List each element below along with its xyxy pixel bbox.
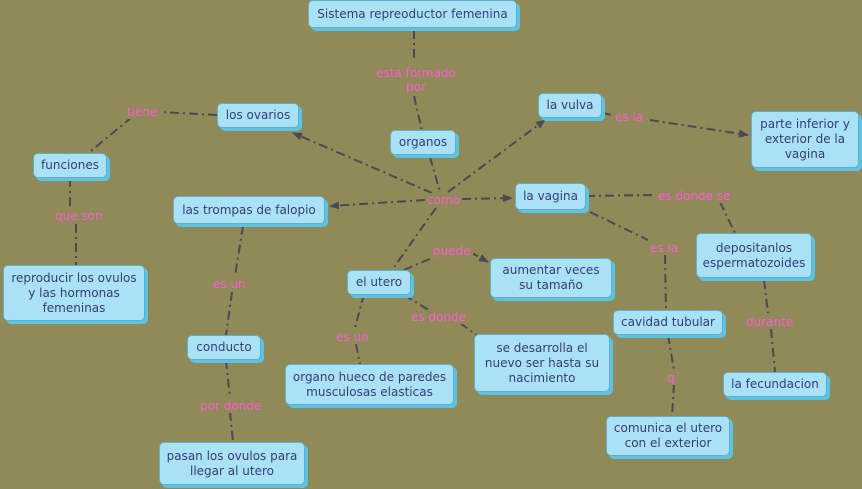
link-que-son: que son <box>53 209 105 223</box>
edge-q-comunica <box>671 383 675 417</box>
edge-utero-puede <box>403 257 433 271</box>
aumentar-node[interactable]: aumentar veces su tamaño <box>490 258 612 298</box>
edge-como-utero <box>391 207 437 271</box>
comunica-node[interactable]: comunica el utero con el exterior <box>606 416 730 456</box>
organos-node[interactable]: organos <box>390 130 456 155</box>
edge-cavidad-q <box>667 334 675 371</box>
edge-trompas-esun <box>234 225 244 277</box>
link-durante: durante <box>744 315 796 329</box>
edge-pordonde-pasan <box>229 411 234 443</box>
edge-utero-esdonde <box>403 294 433 313</box>
edge-formado-organos <box>413 95 423 132</box>
link-es-la-vagina: es la <box>648 241 681 255</box>
la-vulva-node[interactable]: la vulva <box>538 93 602 118</box>
edge-utero-esun <box>354 293 365 329</box>
title-node[interactable]: Sistema repreoductor femenina <box>308 0 517 28</box>
edge-durante-fecundacion <box>770 328 776 373</box>
link-es-un-organo: es un <box>334 330 371 344</box>
link-por-donde: por donde <box>198 399 264 413</box>
edge-esdonde-desarrolla <box>459 322 479 337</box>
reproducir-node[interactable]: reproducir los ovulos y las hormonas fem… <box>3 265 145 321</box>
link-es-un-conducto: es un <box>211 277 248 291</box>
edge-como-trompas <box>329 199 426 210</box>
edge-conducto-pordonde <box>225 359 231 399</box>
link-como: como <box>425 193 462 207</box>
edge-esla-parte <box>649 119 749 138</box>
cavidad-tubular-node[interactable]: cavidad tubular <box>613 310 723 335</box>
link-puede: puede <box>431 244 473 258</box>
edge-como-vulva <box>447 119 546 193</box>
link-q: q´ <box>665 371 683 385</box>
pasan-node[interactable]: pasan los ovulos para llegar al utero <box>159 442 305 485</box>
link-tiene: tiene <box>125 105 160 119</box>
link-es-la-vulva: es la <box>613 110 646 124</box>
edge-esla-cavidad <box>664 254 667 311</box>
edge-como-ovarios <box>292 132 433 194</box>
link-es-donde-se: es donde se <box>656 189 733 203</box>
link-es-donde: es donde <box>409 310 469 324</box>
edge-vagina-esdondese <box>585 194 654 197</box>
edge-esun-conducto <box>225 291 233 336</box>
edge-esun-organo <box>355 343 361 365</box>
los-ovarios-node[interactable]: los ovarios <box>217 103 299 128</box>
edge-organos-como <box>429 156 441 193</box>
la-vagina-node[interactable]: la vagina <box>515 183 586 210</box>
edge-ovarios-tiene <box>159 111 218 116</box>
edge-como-vagina <box>461 194 513 203</box>
organo-hueco-node[interactable]: organo hueco de paredes musculosas elast… <box>285 364 454 405</box>
funciones-node[interactable]: funciones <box>33 153 107 178</box>
edge-vulva-esla <box>601 112 613 116</box>
link-esta-formado: esta formado por <box>374 66 458 94</box>
conducto-node[interactable]: conducto <box>187 335 261 360</box>
parte-inferior-node[interactable]: parte inferior y exterior de la vagina <box>751 111 859 168</box>
edge-depositan-durante <box>763 279 769 314</box>
la-fecundacion-node[interactable]: la fecundacion <box>723 372 827 397</box>
edge-tiene-funciones <box>84 116 133 157</box>
se-desarrolla-node[interactable]: se desarrolla el nuevo ser hasta su naci… <box>474 334 610 392</box>
edge-puede-aumentar <box>469 251 489 263</box>
edge-vagina-esla <box>589 211 649 241</box>
edge-esdondese-depositan <box>719 201 736 234</box>
depositanlos-node[interactable]: depositanlos espermatozoides <box>696 233 812 278</box>
trompas-node[interactable]: las trompas de falopio <box>173 196 325 224</box>
el-utero-node[interactable]: el utero <box>347 270 411 295</box>
